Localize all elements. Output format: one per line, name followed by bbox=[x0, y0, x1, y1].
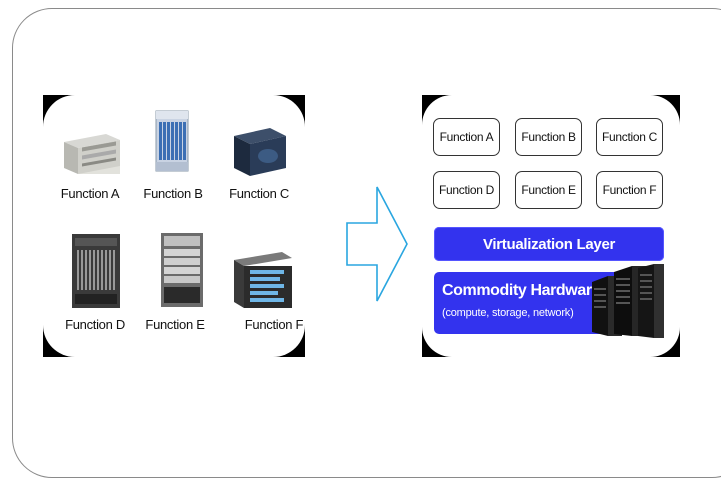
device-label-f: Function F bbox=[244, 317, 304, 332]
device-label-d: Function D bbox=[65, 317, 125, 332]
rack-switch-icon bbox=[232, 250, 294, 310]
device-label-a: Function A bbox=[60, 186, 120, 201]
blade-chassis-icon bbox=[155, 110, 189, 172]
transition-arrow-icon bbox=[345, 185, 409, 308]
function-box-c: Function C bbox=[596, 118, 663, 156]
device-label-e: Function E bbox=[145, 317, 205, 332]
function-box-b: Function B bbox=[515, 118, 582, 156]
device-label-c: Function C bbox=[229, 186, 289, 201]
server-rack-icon bbox=[588, 262, 666, 345]
appliance-box-icon bbox=[232, 126, 288, 178]
hardware-subtitle: (compute, storage, network) bbox=[442, 307, 574, 319]
virtualization-layer-bar: Virtualization Layer bbox=[434, 227, 664, 261]
function-box-a: Function A bbox=[433, 118, 500, 156]
function-box-f: Function F bbox=[596, 171, 663, 209]
hardware-title: Commodity Hardware bbox=[442, 282, 601, 299]
function-box-d: Function D bbox=[433, 171, 500, 209]
device-label-b: Function B bbox=[143, 186, 203, 201]
router-chassis-icon bbox=[62, 130, 122, 176]
tall-chassis-icon bbox=[70, 232, 122, 310]
function-box-e: Function E bbox=[515, 171, 582, 209]
modular-switch-icon bbox=[160, 232, 204, 308]
